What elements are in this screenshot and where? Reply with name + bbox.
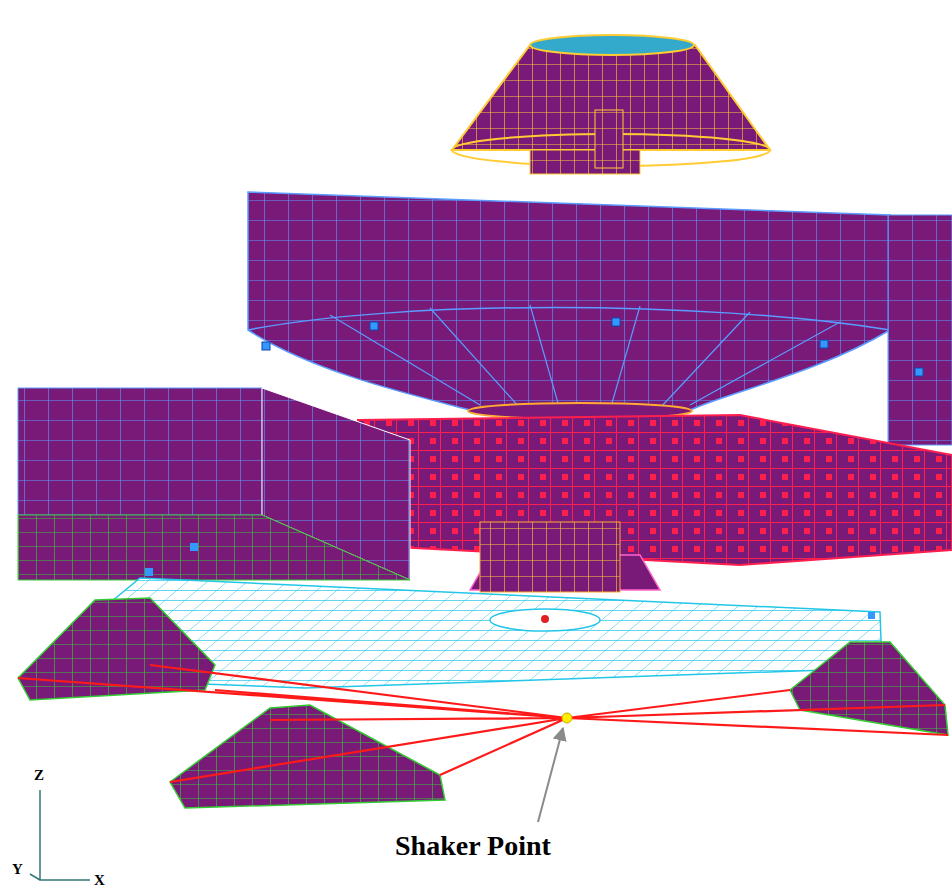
callout-label: Shaker Point [395, 832, 551, 860]
axis-label: X [94, 873, 105, 888]
equipment-box [358, 415, 952, 592]
axis-triad [30, 790, 90, 880]
adapter-cone [452, 35, 770, 174]
leader-arrow [538, 728, 563, 822]
shaker-links [18, 665, 948, 782]
mount-foot [18, 598, 948, 808]
drum-structure [248, 192, 952, 445]
axis-label: Z [34, 768, 44, 783]
shaker-point [562, 713, 572, 723]
side-box [18, 388, 410, 580]
axis-label: Y [12, 862, 23, 877]
